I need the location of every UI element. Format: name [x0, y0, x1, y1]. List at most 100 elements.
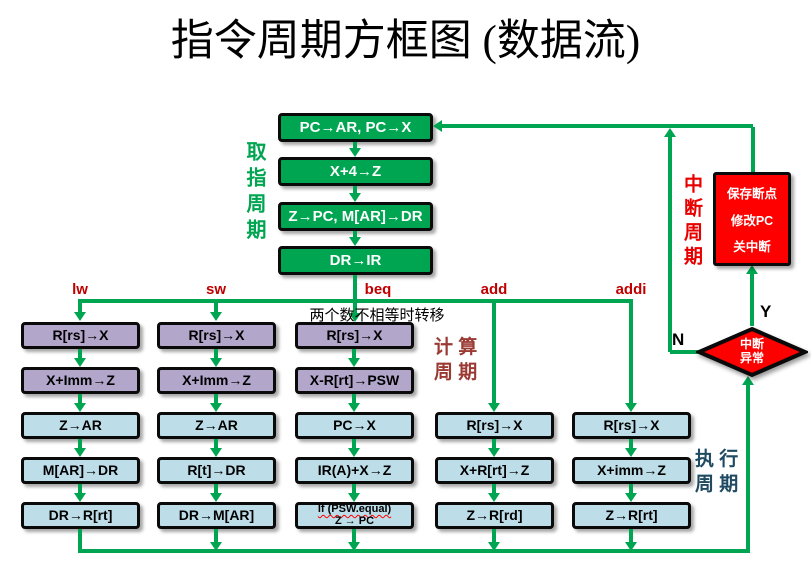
arrowhead-down	[210, 542, 222, 551]
arrowhead-down	[625, 542, 637, 551]
yes-branch-label: Y	[760, 302, 772, 321]
sw-step-box: R[rs]→X	[157, 322, 276, 349]
arrowhead-down	[349, 148, 361, 157]
lw-step-box: M[AR]→DR	[21, 457, 140, 484]
addi-step-box: Z→R[rt]	[572, 502, 691, 529]
add-step-box: R[rs]→X	[435, 412, 554, 439]
beq-step-box: PC→X	[295, 412, 414, 439]
flow-line	[352, 439, 356, 450]
fetch-cycle-label: 取指周期	[243, 141, 265, 245]
fetch-step-box: X+4→Z	[278, 157, 433, 186]
arrowhead-down	[488, 448, 500, 457]
flow-line	[352, 529, 356, 543]
flow-line	[78, 549, 750, 553]
arrowhead-down	[348, 542, 360, 551]
flow-line	[78, 484, 82, 495]
opcode-label-add: add	[480, 281, 508, 298]
arrowhead-down	[74, 403, 86, 412]
flow-line	[78, 301, 82, 314]
flow-line	[78, 394, 82, 405]
lw-step-box: DR→R[rt]	[21, 502, 140, 529]
arrowhead-up	[746, 265, 758, 274]
arrowhead-down	[210, 448, 222, 457]
arrowhead-down	[488, 542, 500, 551]
interrupt-actions-box: 保存断点 修改PC 关中断	[713, 172, 791, 266]
add-step-box: Z→R[rd]	[435, 502, 554, 529]
flow-line	[353, 231, 357, 241]
fetch-step-box: DR→IR	[278, 246, 433, 275]
arrowhead-down	[625, 493, 637, 502]
branch-note: 两个数不相等时转移	[309, 307, 445, 324]
flow-line	[352, 394, 356, 405]
opcode-label-addi: addi	[615, 281, 647, 298]
flow-line	[629, 529, 633, 543]
arrowhead-up	[742, 376, 754, 385]
beq-action-line: Z → PC	[334, 514, 375, 527]
arrowhead-down	[210, 358, 222, 367]
arrowhead-down	[625, 403, 637, 412]
addi-step-box: R[rs]→X	[572, 412, 691, 439]
arrowhead-down	[348, 358, 360, 367]
flow-line	[746, 385, 750, 553]
fetch-step-box: PC→AR, PC→X	[278, 113, 433, 142]
arrowhead-down	[210, 403, 222, 412]
flow-line	[214, 529, 218, 543]
arrowhead-down	[348, 403, 360, 412]
arrowhead-down	[210, 493, 222, 502]
arrowhead-down	[348, 493, 360, 502]
beq-condition-line: If (PSW.equal)	[317, 502, 392, 515]
arrowhead-down	[210, 312, 222, 321]
fetch-step-box: Z→PC, M[AR]→DR	[278, 202, 433, 231]
interrupt-decision-text: 中断 异常	[739, 337, 764, 365]
interrupt-cycle-label: 中断周期	[681, 174, 702, 270]
arrowhead-up	[664, 128, 676, 137]
interrupt-decision-diamond	[696, 326, 808, 378]
sw-step-box: R[t]→DR	[157, 457, 276, 484]
addi-step-box: X+imm→Z	[572, 457, 691, 484]
arrowhead-down	[74, 448, 86, 457]
flow-line	[78, 439, 82, 450]
flow-line	[214, 439, 218, 450]
sw-step-box: DR→M[AR]	[157, 502, 276, 529]
page-title: 指令周期方框图 (数据流)	[170, 18, 641, 65]
flow-line	[214, 301, 218, 314]
arrowhead-down	[349, 193, 361, 202]
flow-line	[353, 275, 357, 317]
flow-line	[214, 484, 218, 495]
execute-cycle-label: 执 行 周 期	[695, 449, 739, 495]
flow-line	[629, 439, 633, 450]
add-step-box: X+R[rt]→Z	[435, 457, 554, 484]
flow-line	[78, 529, 82, 551]
flow-line	[352, 484, 356, 495]
sw-step-box: Z→AR	[157, 412, 276, 439]
flow-line	[750, 273, 754, 326]
lw-step-box: R[rs]→X	[21, 322, 140, 349]
flow-line	[629, 484, 633, 495]
arrowhead-down	[349, 237, 361, 246]
flow-line	[629, 301, 633, 405]
arrowhead-down	[74, 493, 86, 502]
flow-line	[751, 127, 755, 172]
arrowhead-down	[348, 448, 360, 457]
arrowhead-down	[625, 448, 637, 457]
flow-line	[214, 394, 218, 405]
arrowhead-down	[488, 403, 500, 412]
beq-step-box: X-R[rt]→PSW	[295, 367, 414, 394]
sw-step-box: X+Imm→Z	[157, 367, 276, 394]
flow-line	[353, 142, 357, 152]
no-branch-label: N	[672, 330, 685, 349]
flow-line	[78, 349, 82, 360]
flow-line	[492, 529, 496, 543]
beq-step-box: If (PSW.equal) Z → PC	[295, 502, 414, 529]
beq-step-box: R[rs]→X	[295, 322, 414, 349]
opcode-label-lw: lw	[72, 281, 88, 298]
flow-line	[78, 299, 633, 303]
lw-step-box: X+Imm→Z	[21, 367, 140, 394]
flow-line	[668, 137, 672, 352]
flow-line	[492, 484, 496, 495]
arrowhead-down	[74, 312, 86, 321]
flow-line	[214, 349, 218, 360]
arrowhead-down	[488, 493, 500, 502]
flow-line	[352, 349, 356, 360]
